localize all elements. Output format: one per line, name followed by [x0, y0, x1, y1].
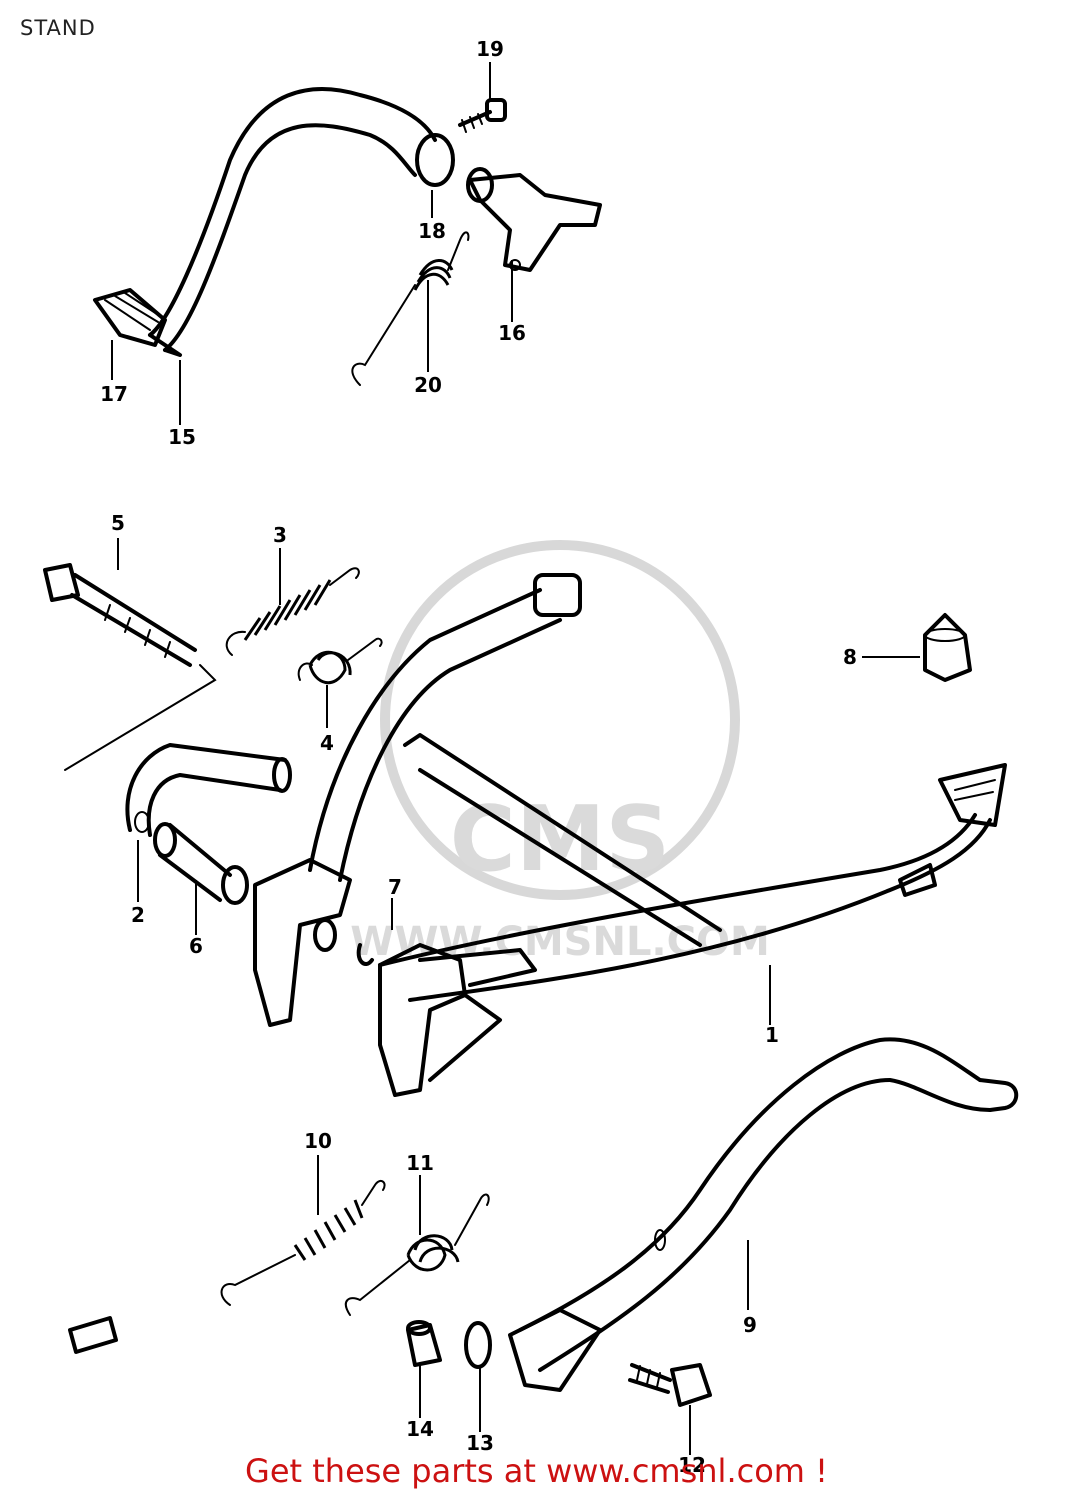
callout-7: 7 [388, 875, 402, 899]
part-9-side-stand [508, 1037, 1019, 1392]
callout-1: 1 [765, 1023, 779, 1047]
bolt-leader [64, 664, 217, 771]
part-15-brake-pedal [148, 87, 437, 357]
callout-13: 13 [466, 1431, 494, 1455]
callout-10: 10 [304, 1129, 332, 1153]
watermark: CMS WWW.CMSNL.COM [350, 540, 770, 965]
leader-lines [111, 62, 920, 1455]
part-10-spring [220, 1179, 386, 1306]
callout-9: 9 [743, 1313, 757, 1337]
part-8-stopper [923, 613, 972, 682]
part-20-spring [351, 231, 470, 386]
callout-5: 5 [111, 511, 125, 535]
part-13-washer [464, 1321, 492, 1369]
callout-2: 2 [131, 903, 145, 927]
callout-20: 20 [414, 373, 442, 397]
callout-8: 8 [843, 645, 857, 669]
part-4-spring [297, 637, 383, 684]
part-17-pedal-rubber [93, 288, 167, 347]
part-18-washer [415, 133, 455, 187]
part-11-spring [344, 1193, 490, 1316]
part-16-bracket [466, 167, 602, 272]
part-6-sleeve [153, 822, 249, 905]
callout-4: 4 [320, 731, 334, 755]
callout-14: 14 [406, 1417, 434, 1441]
callout-labels: 19 18 16 17 15 20 5 3 4 2 6 7 1 8 10 11 … [100, 37, 857, 1477]
part-small-clip [68, 1316, 118, 1354]
part-5-bolt [43, 563, 197, 667]
callout-18: 18 [418, 219, 446, 243]
page-title: STAND [20, 16, 96, 40]
callout-15: 15 [168, 425, 196, 449]
part-3-spring [225, 567, 360, 656]
callout-12: 12 [678, 1453, 706, 1477]
part-2-rod [125, 743, 292, 837]
footer-link-text[interactable]: Get these parts at www.cmsnl.com ! [245, 1452, 828, 1490]
part-19-bolt [458, 98, 507, 133]
callout-16: 16 [498, 321, 526, 345]
part-14-collar [406, 1320, 442, 1367]
callout-3: 3 [273, 523, 287, 547]
callout-6: 6 [189, 934, 203, 958]
part-1-center-stand [253, 573, 1007, 1097]
callout-11: 11 [406, 1151, 434, 1175]
callout-17: 17 [100, 382, 128, 406]
part-12-bolt [628, 1363, 712, 1407]
part-7-clip [356, 943, 374, 966]
callout-19: 19 [476, 37, 504, 61]
